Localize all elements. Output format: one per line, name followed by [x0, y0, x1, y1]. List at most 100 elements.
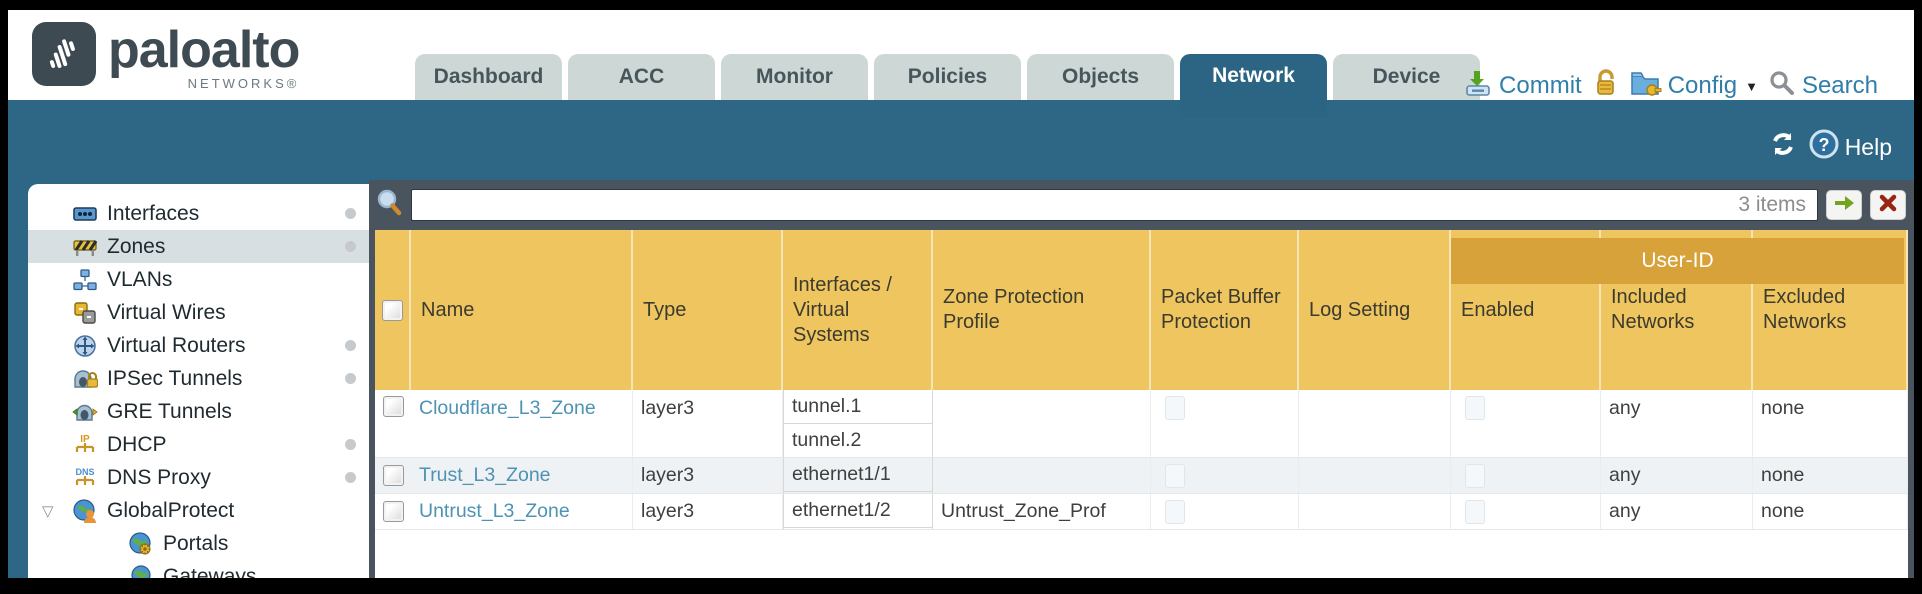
status-dot: [345, 373, 356, 384]
search-label: Search: [1801, 72, 1878, 99]
tab-policies[interactable]: Policies: [874, 54, 1021, 100]
global-search-button[interactable]: Search: [1768, 69, 1878, 104]
magnifier-icon: [375, 188, 403, 223]
tab-objects[interactable]: Objects: [1027, 54, 1174, 100]
tab-monitor[interactable]: Monitor: [721, 54, 868, 100]
portals-icon: [128, 531, 154, 556]
zone-protection-profile: [933, 390, 1151, 457]
gateways-icon: [128, 564, 154, 578]
dhcp-icon: IP: [72, 433, 98, 457]
filter-input[interactable]: [411, 189, 1818, 221]
col-header-name[interactable]: Name: [411, 230, 633, 390]
status-dot: [345, 208, 356, 219]
packet-buffer-checkbox[interactable]: [1165, 396, 1185, 420]
row-checkbox[interactable]: [382, 501, 404, 522]
zone-name-link[interactable]: Cloudflare_L3_Zone: [419, 397, 596, 419]
enabled-checkbox[interactable]: [1465, 463, 1485, 488]
config-menu[interactable]: Config ▼: [1630, 68, 1758, 105]
apply-filter-button[interactable]: [1826, 190, 1862, 220]
help-label: Help: [1844, 133, 1892, 160]
sidebar-item-gateways[interactable]: Gateways: [28, 560, 372, 578]
zone-name-link[interactable]: Trust_L3_Zone: [419, 464, 551, 486]
sidebar-item-ipsec-tunnels[interactable]: IPSec Tunnels: [28, 362, 372, 395]
sidebar-item-zones[interactable]: Zones: [28, 230, 372, 263]
sidebar-item-interfaces[interactable]: Interfaces: [28, 197, 372, 230]
select-all-cell: [375, 230, 411, 390]
col-header-enabled[interactable]: Enabled: [1451, 230, 1601, 390]
tab-acc[interactable]: ACC: [568, 54, 715, 100]
packet-buffer-checkbox[interactable]: [1165, 463, 1185, 488]
items-count: 3 items: [1738, 193, 1806, 216]
table-row: Cloudflare_L3_Zone layer3 tunnel.1 tunne…: [375, 390, 1908, 458]
col-header-packet-buffer-protection[interactable]: Packet Buffer Protection: [1151, 230, 1299, 390]
sidebar-item-globalprotect[interactable]: ▽ GlobalProtect: [28, 494, 372, 527]
main-nav-tabs: Dashboard ACC Monitor Policies Objects N…: [415, 54, 1480, 118]
tab-device[interactable]: Device: [1333, 54, 1480, 100]
interface-entry: tunnel.2: [792, 429, 862, 451]
col-header-interfaces[interactable]: Interfaces / Virtual Systems: [783, 230, 933, 390]
log-setting: [1299, 458, 1451, 493]
sidebar-item-label: Interfaces: [107, 201, 200, 225]
table-header: Name Type Interfaces / Virtual Systems Z…: [375, 230, 1908, 390]
log-setting: [1299, 390, 1451, 457]
refresh-icon[interactable]: [1768, 129, 1798, 165]
tab-network[interactable]: Network: [1180, 54, 1327, 118]
zones-table: Name Type Interfaces / Virtual Systems Z…: [375, 230, 1908, 578]
chevron-down-icon: ▼: [1745, 78, 1758, 94]
sidebar-item-virtual-routers[interactable]: Virtual Routers: [28, 329, 372, 362]
enabled-checkbox[interactable]: [1465, 396, 1485, 420]
commit-icon: [1463, 68, 1493, 105]
sidebar-item-dhcp[interactable]: IP DHCP: [28, 428, 372, 461]
tab-dashboard[interactable]: Dashboard: [415, 54, 562, 100]
user-id-group-header: User-ID: [1451, 238, 1904, 284]
zone-type: layer3: [633, 390, 783, 457]
interface-entry: tunnel.1: [784, 390, 932, 424]
filter-bar: 3 items: [369, 180, 1914, 230]
commit-label: Commit: [1499, 72, 1582, 99]
log-setting: [1299, 494, 1451, 529]
page-actions: ? Help: [1768, 128, 1892, 166]
expand-caret-icon[interactable]: ▽: [42, 503, 54, 520]
sidebar-item-label: DNS Proxy: [107, 465, 211, 489]
col-header-excluded-networks[interactable]: Excluded Networks: [1753, 230, 1908, 390]
table-row: Trust_L3_Zone layer3 ethernet1/1 any non…: [375, 458, 1908, 494]
lock-icon[interactable]: [1592, 68, 1620, 105]
green-arrow-icon: [1833, 194, 1855, 217]
col-header-log-setting[interactable]: Log Setting: [1299, 230, 1451, 390]
sidebar-item-dns-proxy[interactable]: DNS DNS Proxy: [28, 461, 372, 494]
sidebar-item-label: VLANs: [107, 267, 173, 291]
sidebar-item-label: GRE Tunnels: [107, 399, 232, 423]
sidebar-item-label: Virtual Wires: [107, 300, 226, 324]
virtual-wires-icon: [72, 301, 98, 325]
included-networks: any: [1601, 458, 1753, 493]
help-button[interactable]: ? Help: [1808, 128, 1892, 166]
commit-button[interactable]: Commit: [1463, 68, 1582, 105]
col-header-zone-protection-profile[interactable]: Zone Protection Profile: [933, 230, 1151, 390]
sidebar-item-vlans[interactable]: VLANs: [28, 263, 372, 296]
brand-name: paloalto: [108, 21, 300, 79]
select-all-checkbox[interactable]: [381, 299, 403, 321]
sidebar-item-gre-tunnels[interactable]: GRE Tunnels: [28, 395, 372, 428]
clear-filter-button[interactable]: [1870, 190, 1906, 220]
zone-interfaces: tunnel.1 tunnel.2: [783, 390, 933, 457]
dns-proxy-icon: DNS: [72, 466, 98, 490]
row-checkbox[interactable]: [382, 396, 404, 417]
col-header-type[interactable]: Type: [633, 230, 783, 390]
virtual-routers-icon: [72, 334, 98, 358]
main-content: 3 items Name Type Interfaces: [369, 180, 1914, 578]
packet-buffer-checkbox[interactable]: [1165, 499, 1185, 524]
network-sidebar: Interfaces Zones VLANs Virtual Wires: [28, 184, 372, 578]
brand-logo: paloalto NETWORKS®: [32, 21, 300, 91]
sidebar-item-label: GlobalProtect: [107, 498, 235, 522]
col-header-included-networks[interactable]: Included Networks: [1601, 230, 1753, 390]
paloalto-logo-icon: [32, 22, 96, 86]
brand-subtitle: NETWORKS®: [187, 76, 300, 91]
enabled-checkbox[interactable]: [1465, 499, 1485, 524]
included-networks: any: [1601, 494, 1753, 529]
zone-name-link[interactable]: Untrust_L3_Zone: [419, 500, 570, 522]
gre-tunnels-icon: [72, 400, 98, 424]
row-checkbox[interactable]: [382, 465, 404, 486]
sidebar-item-portals[interactable]: Portals: [28, 527, 372, 560]
red-x-icon: [1878, 193, 1898, 218]
sidebar-item-virtual-wires[interactable]: Virtual Wires: [28, 296, 372, 329]
